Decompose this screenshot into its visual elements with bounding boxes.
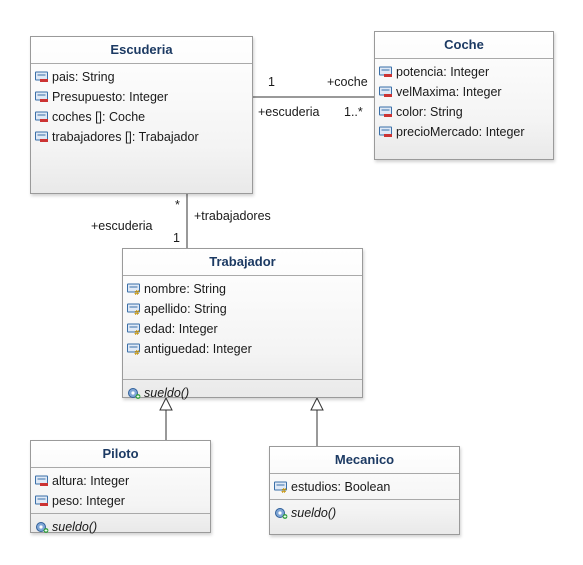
protected-field-icon: # — [127, 323, 141, 337]
attribute-text: trabajadores []: Trabajador — [52, 130, 199, 144]
class-title: Coche — [375, 32, 553, 59]
public-method-icon — [35, 521, 49, 533]
svg-text:#: # — [134, 349, 140, 355]
attributes-compartment: potencia: Integer velMaxima: Integer color… — [375, 59, 553, 144]
attribute-text: altura: Integer — [52, 474, 130, 488]
class-title: Escuderia — [31, 37, 252, 64]
public-method-icon — [274, 507, 288, 519]
svg-text:#: # — [134, 289, 140, 295]
multiplicity-label: 1..* — [344, 105, 363, 119]
private-field-icon — [35, 111, 49, 123]
protected-field-icon: # — [127, 303, 141, 317]
class-title: Piloto — [31, 441, 210, 468]
class-mecanico[interactable]: Mecanico # estudios: Boolean sueldo() — [269, 446, 460, 535]
attribute-text: antiguedad: Integer — [144, 342, 252, 356]
attribute-row[interactable]: # antiguedad: Integer — [123, 339, 362, 359]
protected-field-icon: # — [127, 343, 141, 357]
attribute-text: potencia: Integer — [396, 65, 490, 79]
attribute-row[interactable]: coches []: Coche — [31, 107, 252, 127]
attribute-row[interactable]: Presupuesto: Integer — [31, 87, 252, 107]
attribute-text: Presupuesto: Integer — [52, 90, 169, 104]
generalization-piloto-arrowhead — [159, 396, 173, 411]
protected-field-icon: # — [274, 481, 288, 495]
attribute-text: precioMercado: Integer — [396, 125, 525, 139]
public-method-icon — [127, 387, 141, 399]
operation-text: sueldo() — [291, 506, 337, 520]
operations-compartment: sueldo() — [31, 513, 210, 539]
attribute-row[interactable]: # nombre: String — [123, 279, 362, 299]
attribute-row[interactable]: altura: Integer — [31, 471, 210, 491]
attribute-text: peso: Integer — [52, 494, 125, 508]
role-label: +escuderia — [258, 105, 320, 119]
private-field-icon — [35, 495, 49, 507]
generalization-mecanico-arrowhead — [310, 396, 324, 411]
class-coche[interactable]: Coche potencia: Integer velMaxima: Intege… — [374, 31, 554, 160]
attributes-compartment: # nombre: String # apellido: String # edad: I… — [123, 276, 362, 379]
class-trabajador[interactable]: Trabajador # nombre: String # apellido: Str… — [122, 248, 363, 400]
attribute-row[interactable]: # apellido: String — [123, 299, 362, 319]
private-field-icon — [35, 475, 49, 487]
attributes-compartment: altura: Integer peso: Integer — [31, 468, 210, 513]
operations-compartment: sueldo() — [123, 379, 362, 405]
operation-text: sueldo() — [144, 386, 190, 400]
operation-row[interactable]: sueldo() — [31, 517, 210, 537]
protected-field-icon: # — [127, 283, 141, 297]
attribute-row[interactable]: velMaxima: Integer — [375, 82, 553, 102]
attribute-row[interactable]: trabajadores []: Trabajador — [31, 127, 252, 147]
class-piloto[interactable]: Piloto altura: Integer peso: Integer suel… — [30, 440, 211, 534]
attribute-text: color: String — [396, 105, 463, 119]
attribute-text: coches []: Coche — [52, 110, 146, 124]
attribute-text: apellido: String — [144, 302, 227, 316]
attribute-text: estudios: Boolean — [291, 480, 391, 494]
private-field-icon — [35, 71, 49, 83]
attribute-text: pais: String — [52, 70, 115, 84]
role-label: +escuderia — [91, 219, 153, 233]
attribute-row[interactable]: precioMercado: Integer — [375, 122, 553, 142]
private-field-icon — [35, 131, 49, 143]
private-field-icon — [379, 106, 393, 118]
attribute-row[interactable]: potencia: Integer — [375, 62, 553, 82]
attribute-row[interactable]: color: String — [375, 102, 553, 122]
operation-row[interactable]: sueldo() — [270, 503, 459, 523]
class-title: Trabajador — [123, 249, 362, 276]
operation-text: sueldo() — [52, 520, 98, 534]
private-field-icon — [379, 66, 393, 78]
operations-compartment: sueldo() — [270, 499, 459, 525]
private-field-icon — [379, 86, 393, 98]
attributes-compartment: # estudios: Boolean — [270, 474, 459, 499]
multiplicity-label: 1 — [268, 75, 275, 89]
attribute-row[interactable]: pais: String — [31, 67, 252, 87]
attribute-row[interactable]: # edad: Integer — [123, 319, 362, 339]
svg-text:#: # — [134, 309, 140, 315]
private-field-icon — [35, 91, 49, 103]
attribute-row[interactable]: peso: Integer — [31, 491, 210, 511]
svg-text:#: # — [281, 487, 287, 493]
operation-row[interactable]: sueldo() — [123, 383, 362, 403]
attribute-text: velMaxima: Integer — [396, 85, 502, 99]
svg-text:#: # — [134, 329, 140, 335]
attribute-text: edad: Integer — [144, 322, 218, 336]
role-label: +trabajadores — [194, 209, 271, 223]
multiplicity-label: 1 — [173, 231, 180, 245]
attribute-text: nombre: String — [144, 282, 226, 296]
role-label: +coche — [327, 75, 368, 89]
attribute-row[interactable]: # estudios: Boolean — [270, 477, 459, 497]
multiplicity-label: * — [175, 198, 180, 212]
class-title: Mecanico — [270, 447, 459, 474]
private-field-icon — [379, 126, 393, 138]
